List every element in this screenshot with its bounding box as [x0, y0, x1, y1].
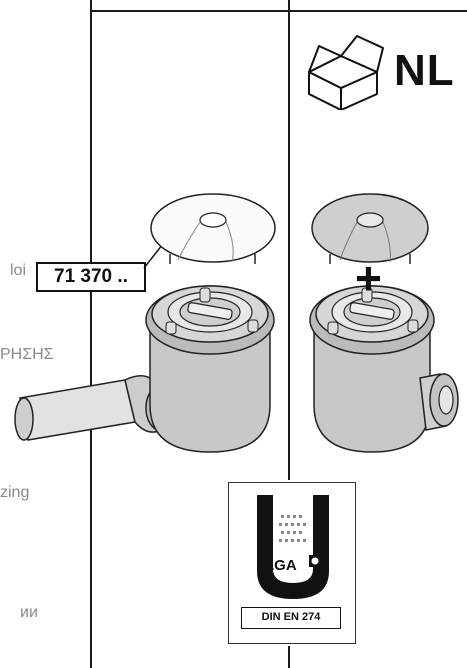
side-text-4: ии	[20, 604, 38, 621]
right-cover-plate	[311, 193, 429, 264]
center-divider-line	[288, 0, 290, 480]
top-border-line	[90, 10, 467, 12]
u-magnet-icon	[257, 495, 329, 599]
plus-symbol: +	[355, 252, 382, 304]
left-divider-line	[90, 0, 92, 668]
center-divider-line-lower	[288, 646, 290, 668]
right-drain-assembly	[309, 193, 459, 453]
lga-mark: LGA	[265, 557, 297, 574]
din-standard-label: DIN EN 274	[241, 607, 341, 629]
left-cover-plate	[150, 193, 276, 264]
language-code: NL	[394, 46, 455, 95]
side-text-2: ΡΗΣΗΣ	[0, 346, 54, 363]
right-drain-body	[309, 285, 459, 453]
left-drain-body	[145, 285, 275, 453]
side-text-1: loi	[10, 262, 27, 279]
part-number-box: 71 370 ..	[36, 262, 146, 292]
left-drain-assembly	[14, 193, 276, 453]
side-text-3: zing	[0, 484, 30, 501]
certification-card: LGA DIN EN 274	[228, 482, 356, 644]
package-box-icon	[308, 35, 384, 110]
